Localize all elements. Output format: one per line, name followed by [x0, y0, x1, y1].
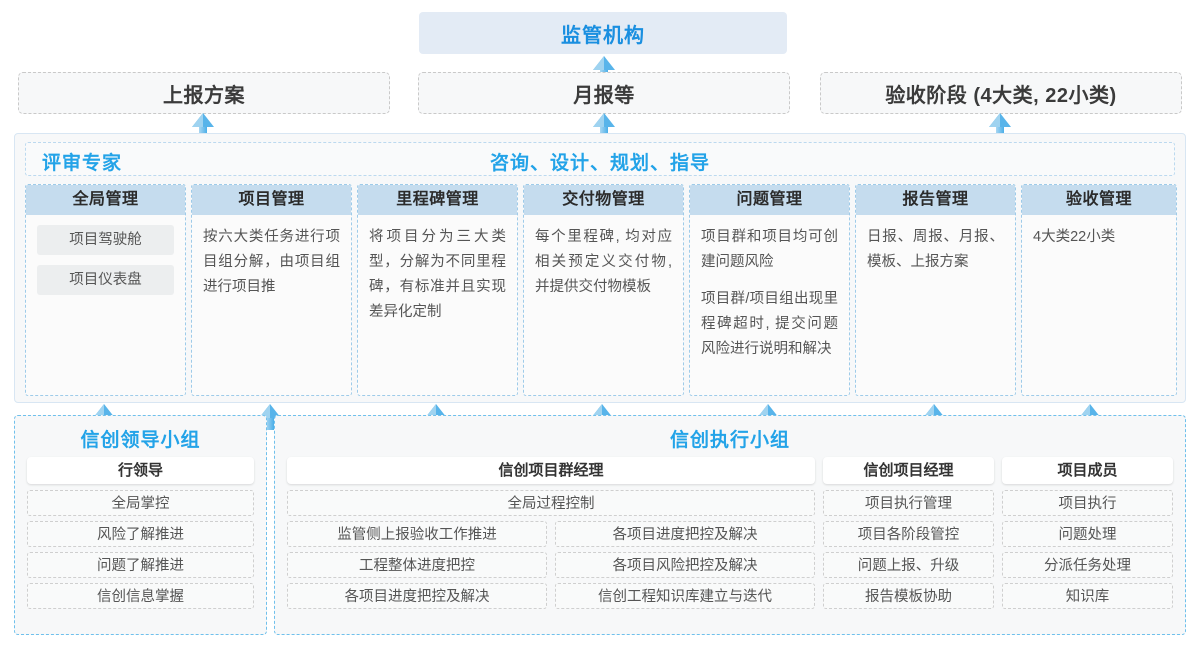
task-item[interactable]: 全局掌控 — [27, 490, 254, 516]
column-title: 报告管理 — [856, 185, 1015, 215]
exec-group-panel: 信创执行小组 信创项目群经理 全局过程控制 监管侧上报验收工作推进 工程整体进度… — [274, 415, 1186, 635]
column-title: 验收管理 — [1022, 185, 1176, 215]
column-title: 项目管理 — [192, 185, 351, 215]
management-column-project[interactable]: 项目管理 按六大类任务进行项目组分解，由项目组进行项目推 — [191, 184, 352, 396]
deliverable-box-report-plan: 上报方案 — [18, 72, 390, 114]
role-header-bank-leader[interactable]: 行领导 — [27, 457, 254, 484]
consulting-center-title: 咨询、设计、规划、指导 — [489, 153, 710, 174]
consulting-left-title: 评审专家 — [42, 153, 123, 174]
role-header-program-manager[interactable]: 信创项目群经理 — [287, 457, 815, 484]
role-block-program-manager: 信创项目群经理 全局过程控制 监管侧上报验收工作推进 工程整体进度把控 各项目进… — [287, 457, 815, 614]
task-item[interactable]: 知识库 — [1002, 583, 1173, 609]
arrow-consult-to-monthly — [593, 113, 615, 139]
task-item[interactable]: 项目执行 — [1002, 490, 1173, 516]
role-header-project-member[interactable]: 项目成员 — [1002, 457, 1173, 484]
management-column-milestone[interactable]: 里程碑管理 将项目分为三大类型，分解为不同里程碑，有标准并且实现差异化定制 — [357, 184, 518, 396]
consulting-header: 评审专家 咨询、设计、规划、指导 — [25, 142, 1175, 176]
task-item[interactable]: 各项目进度把控及解决 — [287, 583, 547, 609]
column-paragraph: 日报、周报、月报、模板、上报方案 — [867, 229, 1004, 270]
arrow-bottom-to-column-2 — [259, 404, 281, 430]
management-column-issue[interactable]: 问题管理 项目群和项目均可创建问题风险 项目群/项目组出现里程碑超时, 提交问题… — [689, 184, 850, 396]
column-paragraph: 按六大类任务进行项目组分解，由项目组进行项目推 — [203, 229, 340, 295]
column-title: 里程碑管理 — [358, 185, 517, 215]
column-paragraph: 每个里程碑, 均对应相关预定义交付物, 并提供交付物模板 — [535, 229, 672, 295]
task-item[interactable]: 风险了解推进 — [27, 521, 254, 547]
management-column-report[interactable]: 报告管理 日报、周报、月报、模板、上报方案 — [855, 184, 1016, 396]
column-pill[interactable]: 项目驾驶舱 — [37, 225, 174, 255]
task-item[interactable]: 各项目进度把控及解决 — [555, 521, 815, 547]
task-item[interactable]: 信创信息掌握 — [27, 583, 254, 609]
task-item[interactable]: 信创工程知识库建立与迭代 — [555, 583, 815, 609]
task-item[interactable]: 问题了解推进 — [27, 552, 254, 578]
task-item[interactable]: 报告模板协助 — [823, 583, 994, 609]
task-item[interactable]: 项目执行管理 — [823, 490, 994, 516]
arrow-consult-to-report-plan — [192, 113, 214, 139]
column-pill[interactable]: 项目仪表盘 — [37, 265, 174, 295]
column-paragraph: 项目群/项目组出现里程碑超时, 提交问题风险进行说明和解决 — [701, 290, 838, 357]
task-item[interactable]: 监管侧上报验收工作推进 — [287, 521, 547, 547]
management-column-acceptance[interactable]: 验收管理 4大类22小类 — [1021, 184, 1177, 396]
arrow-consult-to-acceptance — [989, 113, 1011, 139]
exec-group-title: 信创执行小组 — [669, 430, 790, 451]
role-block-project-member: 项目成员 项目执行 问题处理 分派任务处理 知识库 — [1002, 457, 1173, 614]
consulting-panel: 评审专家 咨询、设计、规划、指导 全局管理 项目驾驶舱 项目仪表盘 项目管理 按… — [14, 133, 1186, 403]
regulator-box: 监管机构 — [419, 12, 787, 54]
column-title: 全局管理 — [26, 185, 185, 215]
column-paragraph: 项目群和项目均可创建问题风险 — [701, 229, 838, 270]
task-item[interactable]: 全局过程控制 — [287, 490, 815, 516]
column-title: 交付物管理 — [524, 185, 683, 215]
leader-group-title: 信创领导小组 — [80, 430, 201, 451]
task-item[interactable]: 问题上报、升级 — [823, 552, 994, 578]
task-item[interactable]: 各项目风险把控及解决 — [555, 552, 815, 578]
column-paragraph: 将项目分为三大类型，分解为不同里程碑，有标准并且实现差异化定制 — [369, 229, 506, 320]
deliverable-box-monthly: 月报等 — [418, 72, 790, 114]
task-item[interactable]: 项目各阶段管控 — [823, 521, 994, 547]
column-title: 问题管理 — [690, 185, 849, 215]
management-column-deliverable[interactable]: 交付物管理 每个里程碑, 均对应相关预定义交付物, 并提供交付物模板 — [523, 184, 684, 396]
task-item[interactable]: 问题处理 — [1002, 521, 1173, 547]
role-block-project-manager: 信创项目经理 项目执行管理 项目各阶段管控 问题上报、升级 报告模板协助 — [823, 457, 994, 614]
role-header-project-manager[interactable]: 信创项目经理 — [823, 457, 994, 484]
task-item[interactable]: 分派任务处理 — [1002, 552, 1173, 578]
deliverable-box-acceptance: 验收阶段 (4大类, 22小类) — [820, 72, 1182, 114]
leader-group-panel: 信创领导小组 行领导 全局掌控 风险了解推进 问题了解推进 信创信息掌握 — [14, 415, 267, 635]
task-item[interactable]: 工程整体进度把控 — [287, 552, 547, 578]
management-column-global[interactable]: 全局管理 项目驾驶舱 项目仪表盘 — [25, 184, 186, 396]
column-paragraph: 4大类22小类 — [1033, 229, 1116, 245]
